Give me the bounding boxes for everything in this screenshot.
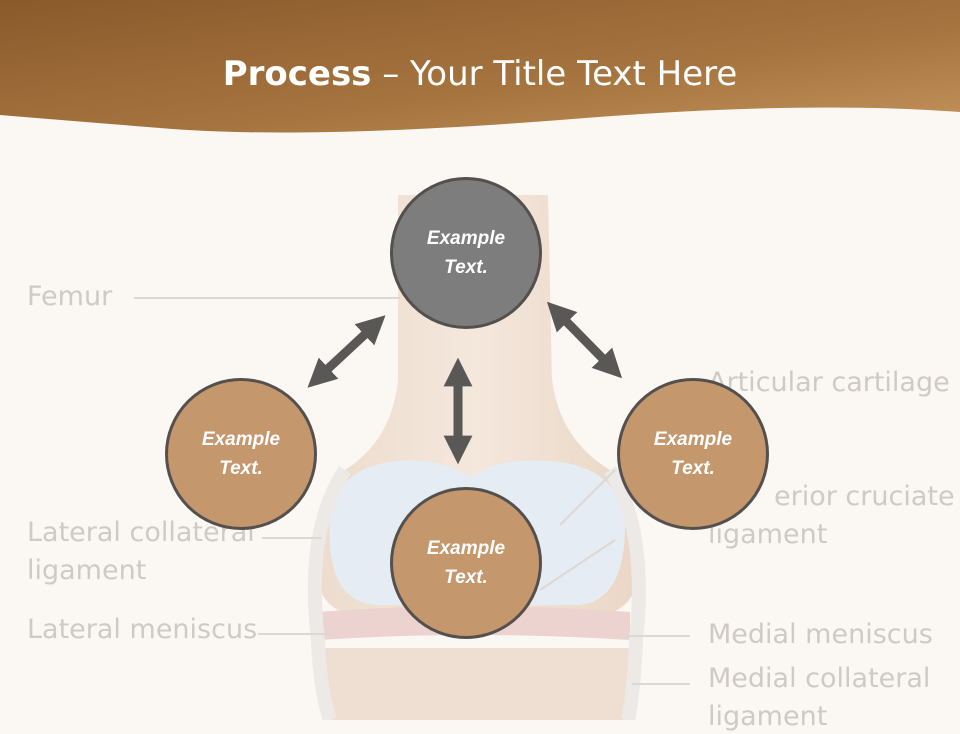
lateral-ligament — [307, 466, 351, 720]
header-banner — [0, 0, 960, 133]
label-lateral-meniscus: Lateral meniscus — [27, 614, 258, 645]
process-step-left-text: Example Text. — [201, 429, 281, 479]
process-step-left: Example Text. — [165, 378, 317, 530]
title-rest: – Your Title Text Here — [371, 54, 738, 94]
label-lateral-collateral-2: ligament — [27, 555, 147, 586]
label-medial-collateral-1: Medial collateral — [708, 663, 931, 694]
process-step-bottom: Example Text. — [390, 487, 542, 639]
label-posterior-cruciate-2: ligament — [708, 519, 828, 550]
process-step-top-text: Example Text. — [426, 228, 506, 278]
label-medial-meniscus: Medial meniscus — [708, 619, 933, 650]
page-title: Process – Your Title Text Here — [0, 52, 960, 96]
process-step-right-text: Example Text. — [653, 429, 733, 479]
label-femur: Femur — [27, 281, 113, 312]
medial-ligament — [604, 466, 646, 720]
label-posterior-cruciate-1: erior cruciate — [774, 481, 955, 512]
process-step-bottom-text: Example Text. — [426, 538, 506, 588]
process-step-top: Example Text. — [390, 177, 542, 329]
arrow-top-right — [546, 301, 623, 379]
process-step-right: Example Text. — [617, 378, 769, 530]
arrow-top-left — [307, 315, 386, 388]
title-bold: Process — [222, 54, 372, 94]
tibia-bone — [322, 648, 632, 720]
label-articular-cartilage: Articular cartilage — [708, 367, 950, 398]
